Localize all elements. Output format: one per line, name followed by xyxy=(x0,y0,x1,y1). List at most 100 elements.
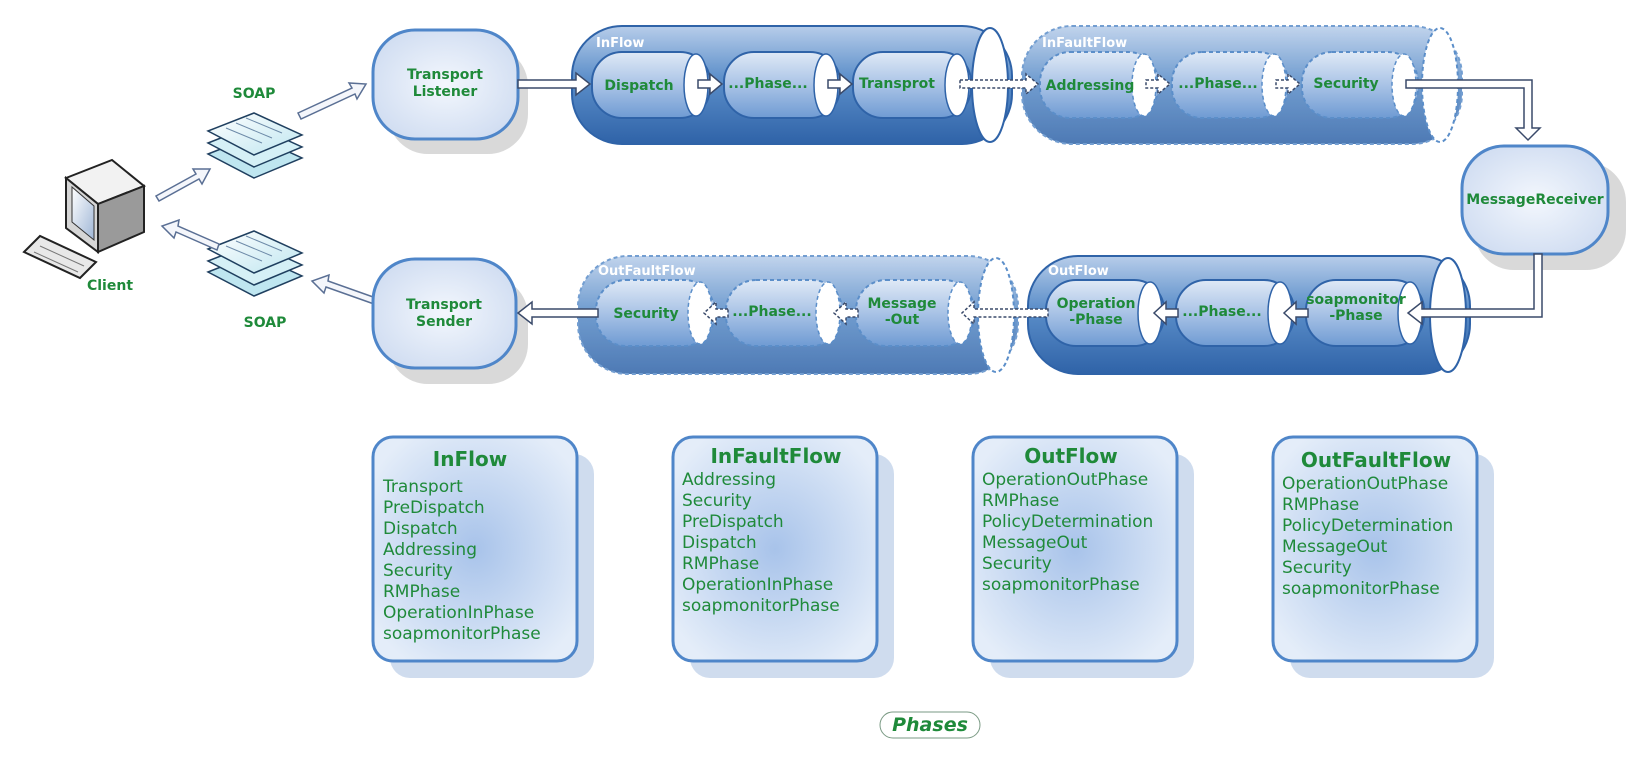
transport-listener-label-1: Transport xyxy=(407,67,483,83)
phase-cylinder-message-out: Message -Out xyxy=(855,279,975,347)
phase-dispatch-label: Dispatch xyxy=(604,78,673,94)
phase-message-out-label-2: -Out xyxy=(885,312,920,328)
phase-security-out-label: Security xyxy=(613,306,678,322)
phase-cylinder-outflow-generic: ...Phase... xyxy=(1175,279,1295,347)
phase-outfaultflow-generic-label: ...Phase... xyxy=(732,304,811,320)
phase-outflow-generic-label: ...Phase... xyxy=(1182,304,1261,320)
transport-listener-label-2: Listener xyxy=(413,84,478,100)
inflow-pipe: InFlow Dispatch ...Phase... Transprot xyxy=(571,25,1013,145)
phase-soapmonitor-label-2: -Phase xyxy=(1329,308,1382,324)
phase-list-item: PreDispatch xyxy=(682,512,784,532)
client-computer-icon: Client xyxy=(22,158,146,294)
arrow-phase-to-security-out-icon xyxy=(702,300,729,326)
phase-cylinder-dispatch: Dispatch xyxy=(591,51,711,119)
phase-cylinder-security-out: Security xyxy=(595,279,715,347)
phase-list-item: OperationInPhase xyxy=(682,575,833,595)
phase-cylinder-operation: Operation -Phase xyxy=(1045,279,1165,347)
phase-list-item: RMPhase xyxy=(982,491,1059,511)
phase-cylinder-soapmonitor: soapmonitor -Phase xyxy=(1305,279,1425,347)
phase-list-item: RMPhase xyxy=(682,554,759,574)
arrow-dispatch-to-phase-icon xyxy=(697,72,724,96)
phase-list-item: MessageOut xyxy=(1282,537,1388,557)
phase-list-item: RMPhase xyxy=(383,582,460,602)
infaultflow-pipe-title: InFaultFlow xyxy=(1042,36,1127,51)
phase-list-item: soapmonitorPhase xyxy=(682,596,840,616)
soap-document-icon-top xyxy=(206,112,304,179)
arrow-outfault-to-sender-icon xyxy=(516,300,599,326)
phase-cylinder-security-in: Security xyxy=(1301,51,1419,119)
arrow-messageout-to-phase-icon xyxy=(832,300,859,326)
outfaultflow-pipe-title: OutFaultFlow xyxy=(598,264,696,279)
phase-list-item: PolicyDetermination xyxy=(1282,516,1453,536)
arrow-sender-to-soap-icon xyxy=(310,273,377,305)
phase-cylinder-infaultflow-generic: ...Phase... xyxy=(1171,51,1289,119)
phase-list-infaultflow: InFaultFlow Addressing Security PreDispa… xyxy=(671,435,894,678)
phase-list-item: Security xyxy=(1282,558,1352,578)
phase-infaultflow-generic-label: ...Phase... xyxy=(1178,76,1257,92)
phases-caption-label: Phases xyxy=(892,714,968,736)
client-soap-arrows xyxy=(154,82,377,305)
phase-soapmonitor-label-1: soapmonitor xyxy=(1306,292,1406,308)
phase-list-item: Security xyxy=(982,554,1052,574)
phase-list-item: OperationInPhase xyxy=(383,603,534,623)
phase-list-item: soapmonitorPhase xyxy=(982,575,1140,595)
phase-cylinder-addressing: Addressing xyxy=(1039,51,1159,119)
phase-list-outflow: OutFlow OperationOutPhase RMPhase Policy… xyxy=(971,435,1194,678)
client-label: Client xyxy=(87,278,133,294)
arrow-phase-to-security-icon xyxy=(1275,72,1302,96)
transport-listener-node: Transport Listener xyxy=(371,28,528,154)
phase-list-outflow-title: OutFlow xyxy=(1024,444,1118,468)
arrow-infault-to-receiver-icon xyxy=(1405,79,1542,142)
phase-operation-label-1: Operation xyxy=(1057,296,1136,312)
phase-list-item: OperationOutPhase xyxy=(1282,474,1448,494)
outflow-pipe-title: OutFlow xyxy=(1048,264,1109,279)
transport-sender-label-1: Transport xyxy=(406,297,482,313)
phase-list-item: Dispatch xyxy=(682,533,757,553)
arrow-client-to-soap-icon xyxy=(154,168,212,203)
message-receiver-label: MessageReceiver xyxy=(1466,192,1604,208)
phase-list-item: PreDispatch xyxy=(383,498,485,518)
phase-list-item: soapmonitorPhase xyxy=(383,624,541,644)
phase-list-outfaultflow-title: OutFaultFlow xyxy=(1301,448,1451,472)
phase-transprot-label: Transprot xyxy=(859,76,935,92)
arrow-soap-to-client-icon xyxy=(160,218,220,252)
soap-label-top: SOAP xyxy=(233,86,276,102)
infaultflow-pipe: InFaultFlow Addressing ...Phase... Secur… xyxy=(1021,25,1463,145)
phase-cylinder-inflow-generic: ...Phase... xyxy=(723,51,841,119)
arrow-addressing-to-phase-icon xyxy=(1145,72,1172,96)
arrow-soapmonitor-to-phase-icon xyxy=(1282,300,1309,326)
phase-list-item: Security xyxy=(682,491,752,511)
outfaultflow-pipe: OutFaultFlow Security ...Phase... Messag… xyxy=(577,255,1019,375)
transport-sender-node: Transport Sender xyxy=(371,257,528,384)
phase-list-item: Security xyxy=(383,561,453,581)
soap-label-bottom: SOAP xyxy=(244,315,287,331)
arrow-outflow-to-outfault-icon xyxy=(960,300,1049,326)
phase-list-item: OperationOutPhase xyxy=(982,470,1148,490)
arrow-soap-to-listener-icon xyxy=(296,82,368,120)
outflow-pipe: OutFlow Operation -Phase ...Phase... soa… xyxy=(1027,255,1471,375)
flow-arrows xyxy=(516,71,1543,326)
phase-list-item: MessageOut xyxy=(982,533,1088,553)
phase-list-item: Dispatch xyxy=(383,519,458,539)
phases-caption: Phases xyxy=(879,711,981,739)
arrow-inflow-to-infault-icon xyxy=(959,72,1040,96)
message-receiver-node: MessageReceiver xyxy=(1460,144,1626,270)
phase-list-item: RMPhase xyxy=(1282,495,1359,515)
phase-list-item: Transport xyxy=(382,477,463,497)
phase-inflow-generic-label: ...Phase... xyxy=(728,76,807,92)
arrow-listener-to-inflow-icon xyxy=(517,71,592,97)
phase-list-inflow-title: InFlow xyxy=(433,447,507,471)
phase-addressing-label: Addressing xyxy=(1046,78,1135,94)
phase-list-item: soapmonitorPhase xyxy=(1282,579,1440,599)
phase-message-out-label-1: Message xyxy=(867,296,936,312)
phase-list-item: Addressing xyxy=(383,540,477,560)
phase-list-outfaultflow: OutFaultFlow OperationOutPhase RMPhase P… xyxy=(1271,435,1494,678)
phase-security-in-label: Security xyxy=(1313,76,1378,92)
phase-list-inflow: InFlow Transport PreDispatch Dispatch Ad… xyxy=(371,435,594,678)
soap-document-icon-bottom xyxy=(206,230,304,297)
phase-list-item: Addressing xyxy=(682,470,776,490)
arrow-receiver-to-outflow-icon xyxy=(1406,253,1543,326)
transport-sender-label-2: Sender xyxy=(416,314,472,330)
phase-cylinder-outfaultflow-generic: ...Phase... xyxy=(725,279,843,347)
